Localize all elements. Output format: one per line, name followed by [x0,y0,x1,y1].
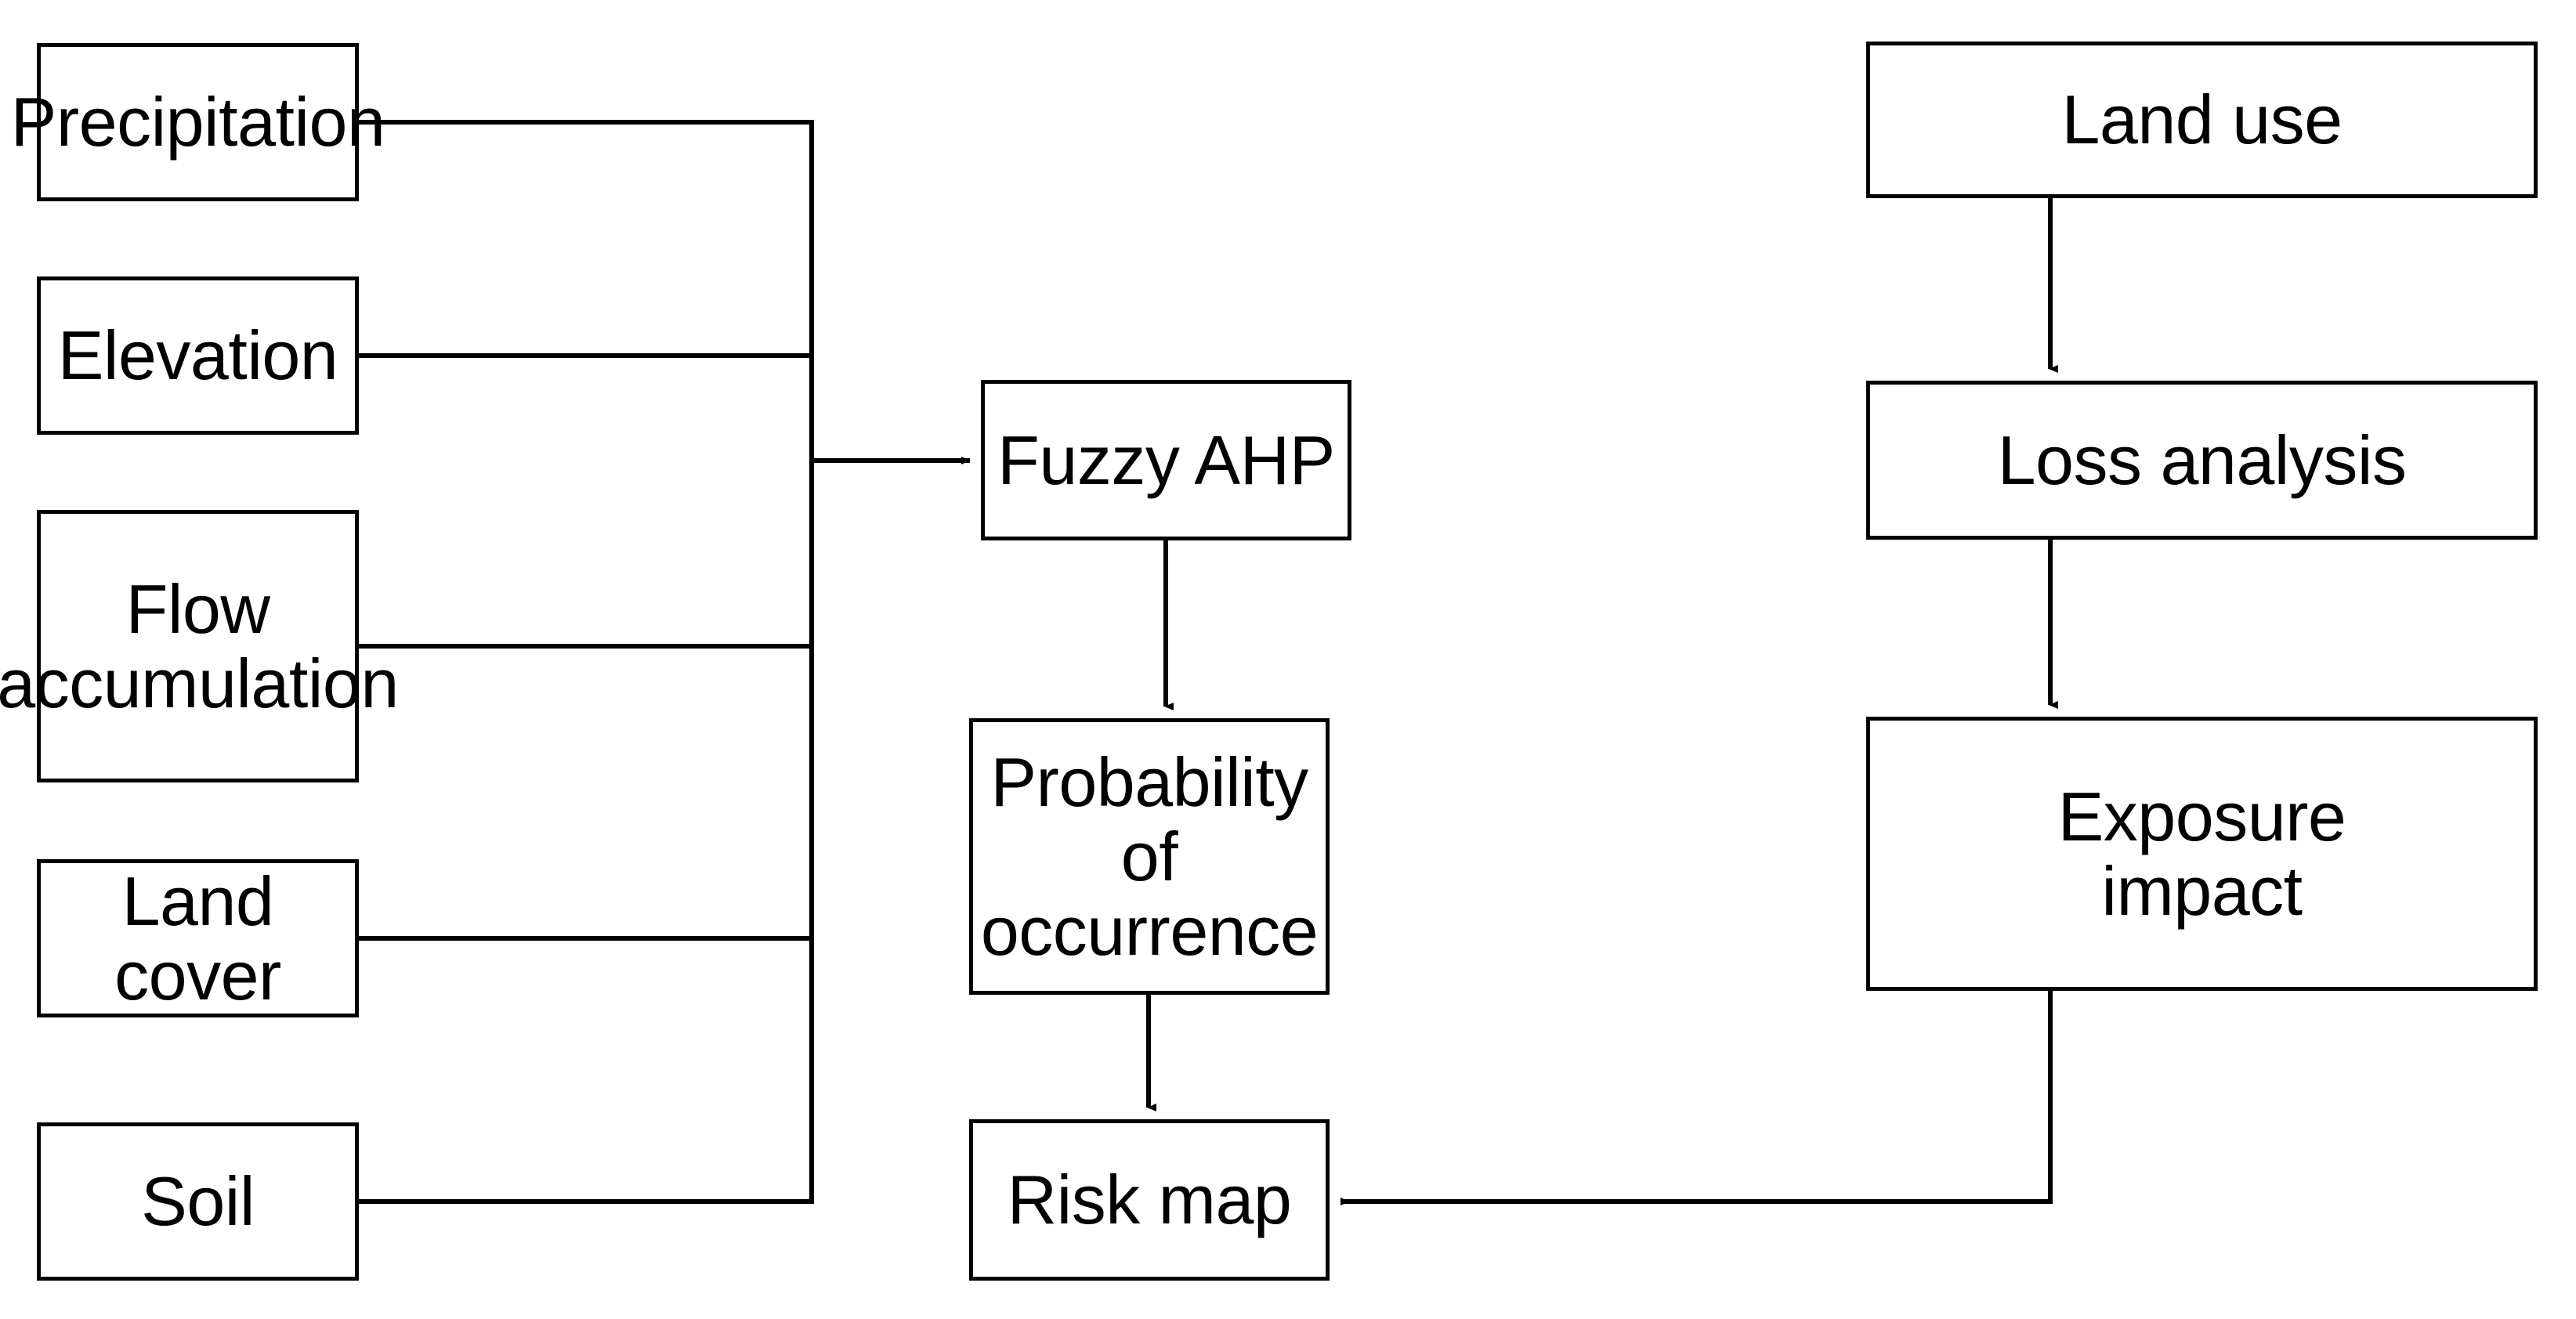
node-loss-analysis[interactable]: Loss analysis [1866,381,2538,540]
node-land-use[interactable]: Land use [1866,42,2538,198]
node-label: Fuzzy AHP [997,421,1335,499]
node-land-cover[interactable]: Land cover [37,859,359,1017]
node-label: Precipitation [10,83,385,161]
node-probability-of-occurrence[interactable]: Probability of occurrence [969,718,1330,995]
node-label: Elevation [57,316,338,395]
node-elevation[interactable]: Elevation [37,276,359,435]
node-label: Exposure impact [2057,777,2346,930]
node-label: Probability of occurrence [980,743,1319,970]
edge-exposure-to-risk-map [1340,991,2053,1205]
node-precipitation[interactable]: Precipitation [11,43,385,201]
node-label: Soil [141,1162,255,1241]
node-label: Land cover [114,862,281,1014]
node-soil[interactable]: Soil [37,1122,359,1281]
node-label: Risk map [1007,1161,1292,1239]
node-label: Land use [2061,81,2343,159]
node-flow-accumulation[interactable]: Flow accumulation [0,510,399,782]
node-risk-map[interactable]: Risk map [969,1119,1330,1281]
node-fuzzy-ahp[interactable]: Fuzzy AHP [981,380,1351,540]
node-label: Flow accumulation [0,569,399,722]
node-label: Loss analysis [1997,421,2407,499]
node-exposure-impact[interactable]: Exposure impact [1866,717,2538,991]
input-bus-edges [359,120,814,1204]
